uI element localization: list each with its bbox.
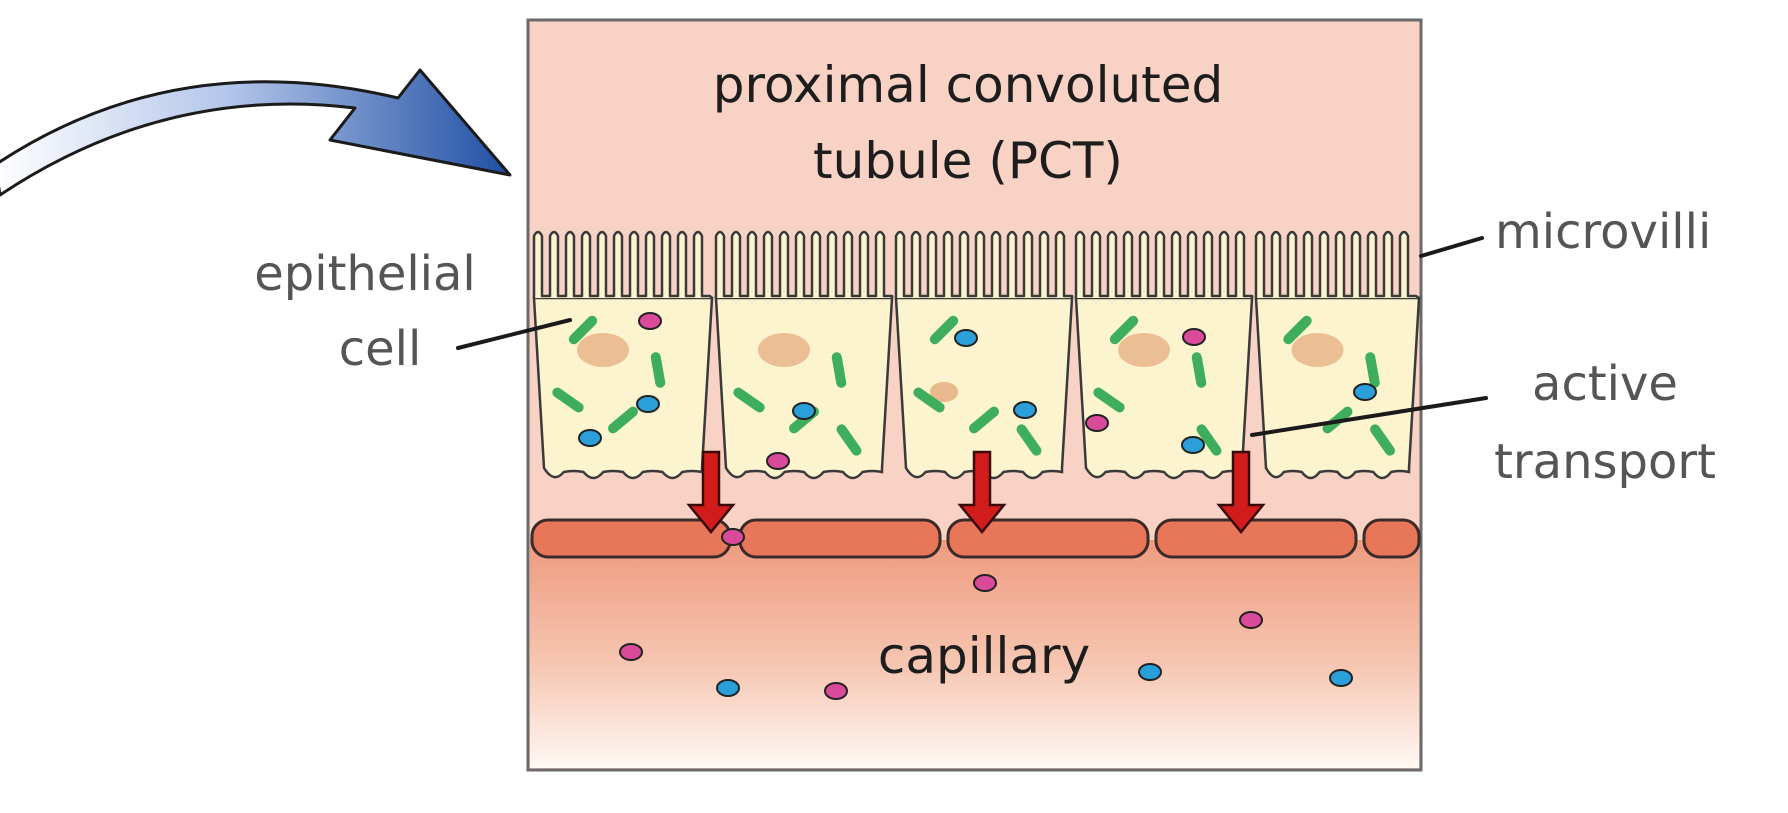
mitochondrion <box>1370 424 1395 456</box>
leader-lines <box>456 236 1488 437</box>
particles <box>578 312 1377 700</box>
epithelial-cells <box>532 230 1421 480</box>
mitochondrion <box>1016 424 1042 456</box>
particle <box>792 402 816 420</box>
particle <box>1239 611 1263 629</box>
capillary-region <box>530 540 1419 768</box>
down-arrow-icon <box>686 450 736 534</box>
epithelial-cell <box>532 296 714 480</box>
particle <box>1085 414 1109 432</box>
mitochondrion <box>1093 387 1125 413</box>
capillary-label: capillary <box>878 627 1090 685</box>
mitochondrion <box>1109 315 1139 345</box>
mitochondrion <box>608 406 638 434</box>
particle <box>1353 383 1377 401</box>
mitochondrion <box>831 352 847 388</box>
particle <box>1013 401 1037 419</box>
particle <box>973 574 997 592</box>
particle <box>636 395 660 413</box>
epithelial-cell <box>1074 296 1254 480</box>
nucleus <box>1291 333 1344 367</box>
particle <box>1182 328 1206 346</box>
particle <box>954 329 978 347</box>
epithelial-cell-label-line-2: cell <box>339 321 422 377</box>
particle <box>578 429 602 447</box>
particle <box>716 679 740 697</box>
active-transport-label-line-2: transport <box>1494 434 1716 490</box>
mitochondrion <box>1191 352 1207 388</box>
mitochondrion <box>969 406 999 434</box>
microvilli-border <box>532 230 713 299</box>
particle <box>619 643 643 661</box>
mitochondrion <box>552 387 584 413</box>
mitochondrion <box>929 315 959 345</box>
microvilli-border <box>1254 230 1420 300</box>
particle <box>824 682 848 700</box>
mitochondrion <box>650 352 666 388</box>
down-arrow-icon <box>1216 450 1266 534</box>
capillary-wall <box>530 518 1421 559</box>
mitochondrion <box>568 315 598 345</box>
nucleus <box>577 333 629 367</box>
microvilli-label: microvilli <box>1495 204 1711 260</box>
nucleus <box>758 333 810 367</box>
mitochondrion <box>1283 315 1312 345</box>
particle <box>721 528 745 546</box>
microvilli-border <box>714 230 894 298</box>
particle <box>1138 663 1162 681</box>
title-line-1: proximal convoluted <box>713 56 1224 114</box>
nucleus <box>930 382 958 402</box>
mitochondrion <box>1196 424 1222 456</box>
particle <box>1181 436 1205 454</box>
nucleus <box>1118 333 1170 367</box>
microvilli-border <box>1074 230 1254 298</box>
epithelial-cell-label-line-1: epithelial <box>254 246 476 302</box>
mitochondrion <box>836 424 862 456</box>
mitochondrion <box>1365 352 1380 388</box>
particle <box>638 312 662 330</box>
epithelial-cell <box>714 296 894 480</box>
particle <box>766 452 790 470</box>
down-arrow-icon <box>957 450 1007 534</box>
curved-arrow-icon <box>0 68 512 197</box>
active-transport-arrows <box>686 450 1266 534</box>
active-transport-label-line-1: active <box>1532 356 1678 412</box>
title-line-2: tubule (PCT) <box>813 132 1123 190</box>
particle <box>1329 669 1353 687</box>
mitochondrion <box>913 387 945 413</box>
microvilli-border <box>894 230 1074 298</box>
mitochondrion <box>733 387 765 413</box>
